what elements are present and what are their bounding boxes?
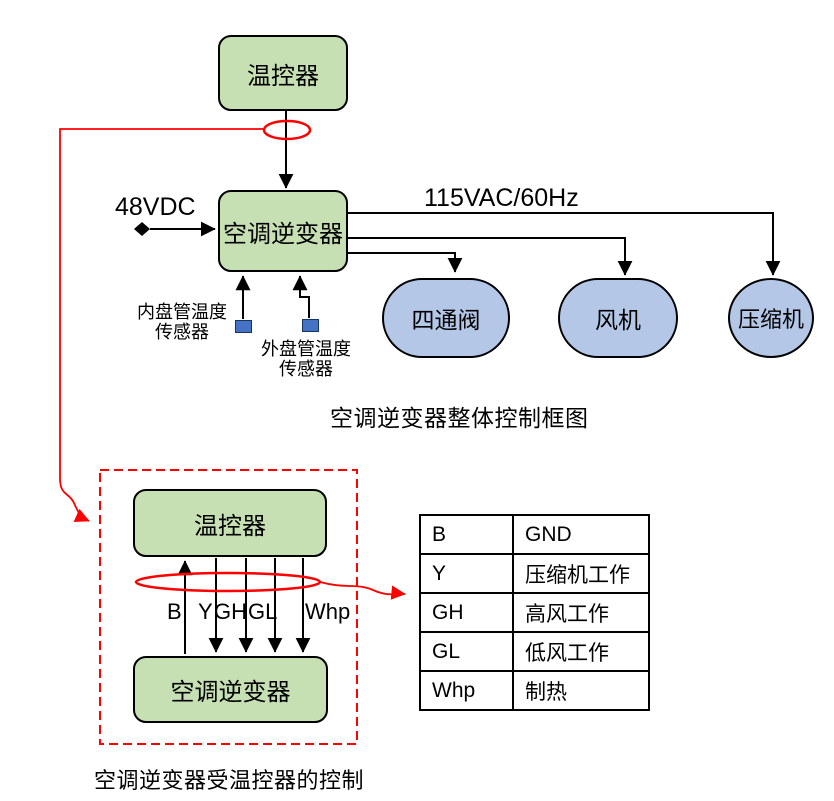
arrow-inverter-to-compressor — [348, 212, 781, 276]
fan-label: 风机 — [595, 307, 641, 333]
outer-coil-sensor-square — [302, 319, 319, 332]
compressor-node: 压缩机 — [728, 278, 814, 358]
ac-output-label: 115VAC/60Hz — [424, 184, 579, 212]
signal-value: GND — [512, 514, 650, 555]
wire-label-b: B — [167, 599, 182, 624]
inner-coil-sensor-square — [235, 320, 252, 333]
fan-node: 风机 — [558, 278, 678, 358]
arrow-outer-sensor-to-inverter — [292, 275, 310, 318]
signal-value: 压缩机工作 — [512, 553, 650, 594]
signal-key: Whp — [419, 670, 514, 711]
wire-label-gh: GH — [214, 599, 247, 624]
four-way-valve-node: 四通阀 — [382, 278, 510, 358]
red-callout-curve-left — [59, 128, 264, 523]
dc-input-label: 48VDC — [115, 193, 196, 221]
signal-key: GH — [419, 592, 514, 633]
thermostat-box-top: 温控器 — [218, 35, 348, 111]
red-highlight-ellipse-bottom — [134, 571, 322, 593]
inner-coil-sensor-label: 内盘管温度 传感器 — [137, 302, 227, 342]
dashed-highlight-box — [99, 469, 358, 745]
four-way-valve-label: 四通阀 — [411, 307, 481, 333]
table-row: Y 压缩机工作 — [419, 553, 650, 594]
table-row: Whp 制热 — [419, 670, 650, 711]
arrow-inverter-to-fan — [348, 237, 633, 276]
inverter-label-bottom: 空调逆变器 — [170, 679, 291, 706]
inverter-box-bottom: 空调逆变器 — [133, 656, 328, 723]
top-diagram-caption: 空调逆变器整体控制框图 — [330, 405, 589, 431]
compressor-label: 压缩机 — [737, 307, 804, 332]
bottom-diagram-caption: 空调逆变器受温控器的控制 — [94, 768, 365, 793]
inverter-label: 空调逆变器 — [223, 220, 343, 248]
table-row: GH 高风工作 — [419, 592, 650, 633]
red-callout-curve-to-table — [319, 581, 406, 600]
signal-value: 高风工作 — [512, 592, 650, 633]
table-row: GL 低风工作 — [419, 631, 650, 672]
thermostat-label: 温控器 — [247, 62, 319, 90]
signal-value: 低风工作 — [512, 631, 650, 672]
signal-key: Y — [419, 553, 514, 594]
signal-key: B — [419, 514, 514, 555]
thermostat-label-bottom: 温控器 — [194, 512, 266, 540]
dc-source-diamond — [134, 222, 150, 236]
signal-value: 制热 — [512, 670, 650, 711]
wire-label-gl: GL — [248, 599, 278, 624]
signal-table: B GND Y 压缩机工作 GH 高风工作 GL 低风工作 Whp 制热 — [419, 514, 650, 711]
thermostat-box-bottom: 温控器 — [133, 489, 327, 557]
outer-coil-sensor-label: 外盘管温度 传感器 — [261, 339, 351, 379]
arrow-inverter-to-four-way-valve — [348, 252, 463, 273]
inverter-box-top: 空调逆变器 — [218, 190, 348, 272]
wire-label-y: Y — [198, 599, 213, 624]
signal-key: GL — [419, 631, 514, 672]
wire-label-whp: Whp — [305, 599, 351, 624]
table-row: B GND — [419, 514, 650, 555]
red-highlight-ellipse-top — [262, 119, 312, 141]
